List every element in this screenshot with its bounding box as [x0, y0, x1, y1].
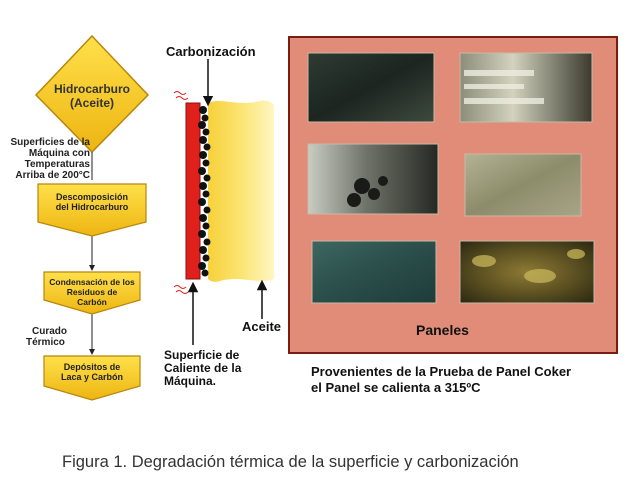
panels-caption: Provenientes de la Prueba de Panel Coker… [311, 364, 571, 396]
diamond-line2: (Aceite) [69, 96, 114, 110]
condensation-label: Condensación de los Residuos de Carbón [44, 277, 140, 307]
panel-5 [311, 240, 437, 304]
diamond-line1: Hidrocarburo [53, 82, 130, 96]
heat-waves-bottom [173, 285, 189, 294]
hot-surface-diagram [173, 59, 274, 345]
decomposition-label: Descomposición del Hidrocarburo [40, 192, 144, 212]
hot-surface-bar [185, 102, 201, 280]
condensation-box [43, 271, 141, 315]
coker-panels-photo [288, 36, 618, 354]
oil-label: Aceite [242, 319, 282, 334]
flowchart [34, 34, 150, 401]
figure-caption: Figura 1. Degradación térmica de la supe… [62, 453, 519, 471]
step3-line1: Depósitos de [63, 362, 121, 372]
surface-note-line1: Superficies de la [10, 137, 90, 148]
step2-line2: Residuos de [66, 287, 118, 297]
panel-1 [307, 52, 435, 123]
panels-caption-line2: el Panel se calienta a 315ºC [311, 380, 481, 395]
panel-3 [307, 143, 439, 215]
step2-line3: Carbón [77, 297, 107, 307]
oil-region [208, 100, 274, 282]
hot-surface-label: Superficie de Caliente de la Máquina. [164, 349, 241, 388]
surface-note-line2: Máquina con [28, 148, 90, 159]
surface-temp-note: Superficies de la Máquina con Temperatur… [4, 137, 90, 181]
step2-line1: Condensación de los [49, 277, 135, 287]
deposits-box [43, 355, 141, 401]
cure-line2: Térmico [26, 337, 65, 348]
deposits-label: Depósitos de Laca y Carbón [44, 362, 140, 382]
surface-label-line1: Superficie de [164, 348, 240, 362]
thermal-cure-note: Curado Térmico [26, 326, 67, 348]
surface-label-line2: Caliente de la [164, 361, 242, 375]
step1-line2: del Hidrocarburo [55, 202, 129, 212]
surface-note-line3: Temperaturas [24, 159, 90, 170]
diamond-label: Hidrocarburo (Aceite) [46, 82, 138, 110]
panels-caption-line1: Provenientes de la Prueba de Panel Coker [311, 364, 572, 379]
step1-line1: Descomposición [55, 192, 129, 202]
decomposition-box [37, 183, 147, 237]
heat-waves-top [173, 91, 189, 100]
step3-line2: Laca y Carbón [60, 372, 124, 382]
cure-line1: Curado [32, 326, 67, 337]
panel-4 [464, 153, 582, 217]
carbonization-label: Carbonización [166, 44, 256, 59]
carbon-deposits [198, 106, 211, 277]
panels-label: Paneles [416, 322, 469, 338]
surface-note-line4: Arriba de 200°C [15, 170, 90, 181]
surface-label-line3: Máquina. [164, 374, 217, 388]
